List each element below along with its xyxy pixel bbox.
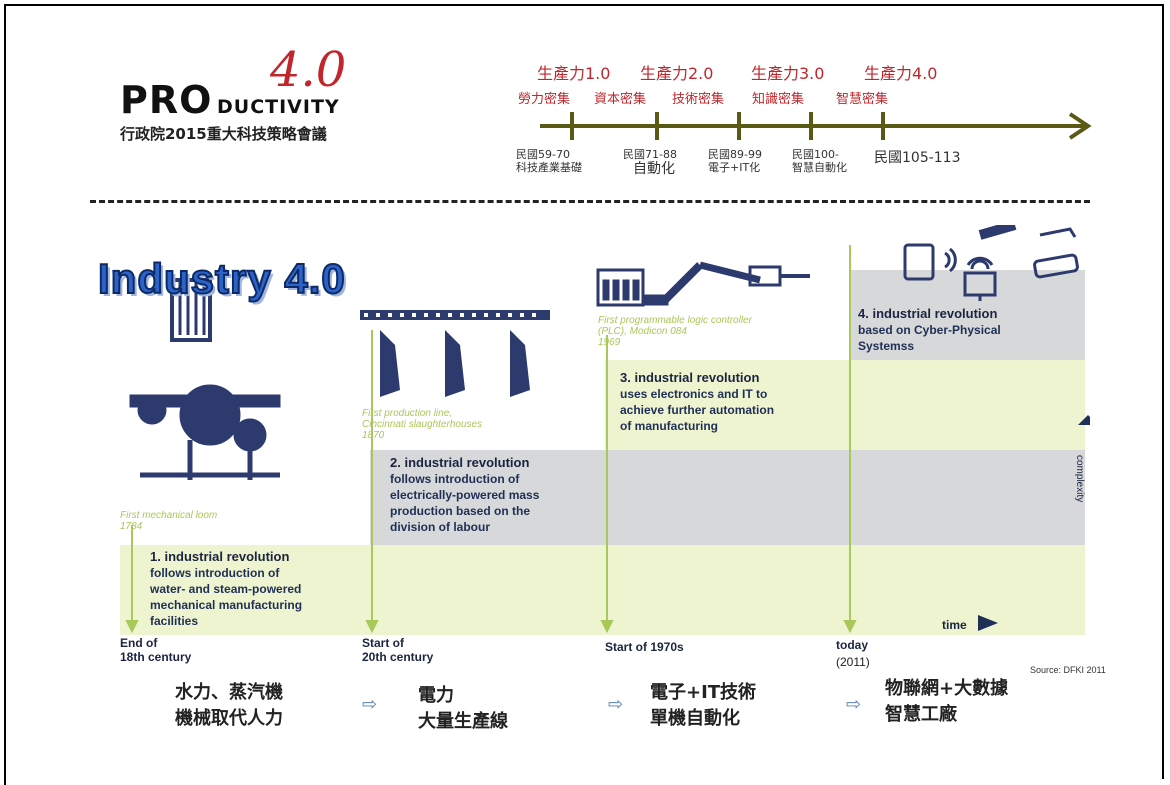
section-divider [90,200,1090,203]
logo-pro: PRO [120,78,213,122]
stage3-era: Start of 1970s [605,640,684,654]
right-arrow-icon: ⇨ [362,694,378,715]
logo-subtitle: 行政院2015重大科技策略會議 [120,125,327,143]
band-level-3 [605,360,1085,450]
productivity-logo: 4.0 PRO DUCTIVITY 行政院2015重大科技策略會議 [120,42,400,148]
summary-2: 電力大量生產線 [418,685,508,732]
stage4-era: today [836,638,869,652]
timeline-title-4: 生產力4.0 [864,64,938,83]
timeline-arrow [540,112,1092,140]
timeline-sub-2: 資本密集 [594,92,647,107]
timeline-period-5: 民國105-113 [874,150,961,166]
timeline-sub-1: 勞力密集 [518,92,571,107]
summary-4: 物聯網+大數據智慧工廠 [885,678,1009,725]
connected-devices-icon [903,225,1079,301]
logo-ductivity: DUCTIVITY [217,96,340,118]
stage2-caption: First production line,Cincinnati slaught… [362,408,483,441]
right-arrow-icon: ⇨ [846,694,862,715]
right-arrow-icon: ⇨ [608,694,624,715]
summary-3: 電子+IT技術單機自動化 [650,682,757,729]
complexity-label: complexity [1074,455,1085,503]
timeline-period-4: 民國100-智慧自動化 [792,148,847,174]
stage1-text: 1. industrial revolution follows introdu… [150,549,303,628]
plc-robot-icon [596,261,810,307]
time-arrow-icon [978,615,998,631]
timeline-sub-3: 技術密集 [672,92,725,107]
stage2-text: 2. industrial revolution follows introdu… [390,455,540,534]
stage3-caption: First programmable logic controller(PLC)… [598,315,752,348]
logo-version: 4.0 [270,42,347,98]
stage3-text: 3. industrial revolution uses electronic… [620,370,775,433]
slide-frame [4,4,1164,785]
timeline-title-3: 生產力3.0 [751,64,825,83]
time-label: time [942,618,967,632]
timeline-sub-4: 知識密集 [752,92,805,107]
timeline-sub-5: 智慧密集 [836,92,889,107]
loom-icon [129,278,281,480]
timeline-title-1: 生產力1.0 [537,64,611,83]
timeline-title-2: 生產力2.0 [640,64,714,83]
complexity-arrow-icon [1078,415,1090,425]
industry-diagram [120,225,1090,635]
production-line-icon [360,310,550,397]
band-level-4 [850,270,1085,360]
stage4-era-year: (2011) [836,655,870,669]
summary-1: 水力、蒸汽機機械取代人力 [175,682,283,729]
source-label: Source: DFKI 2011 [1030,665,1106,675]
stage4-text: 4. industrial revolution based on Cyber-… [858,306,1001,353]
diagram-title: Industry 4.0 [97,254,346,303]
band-level-2 [370,450,1085,545]
